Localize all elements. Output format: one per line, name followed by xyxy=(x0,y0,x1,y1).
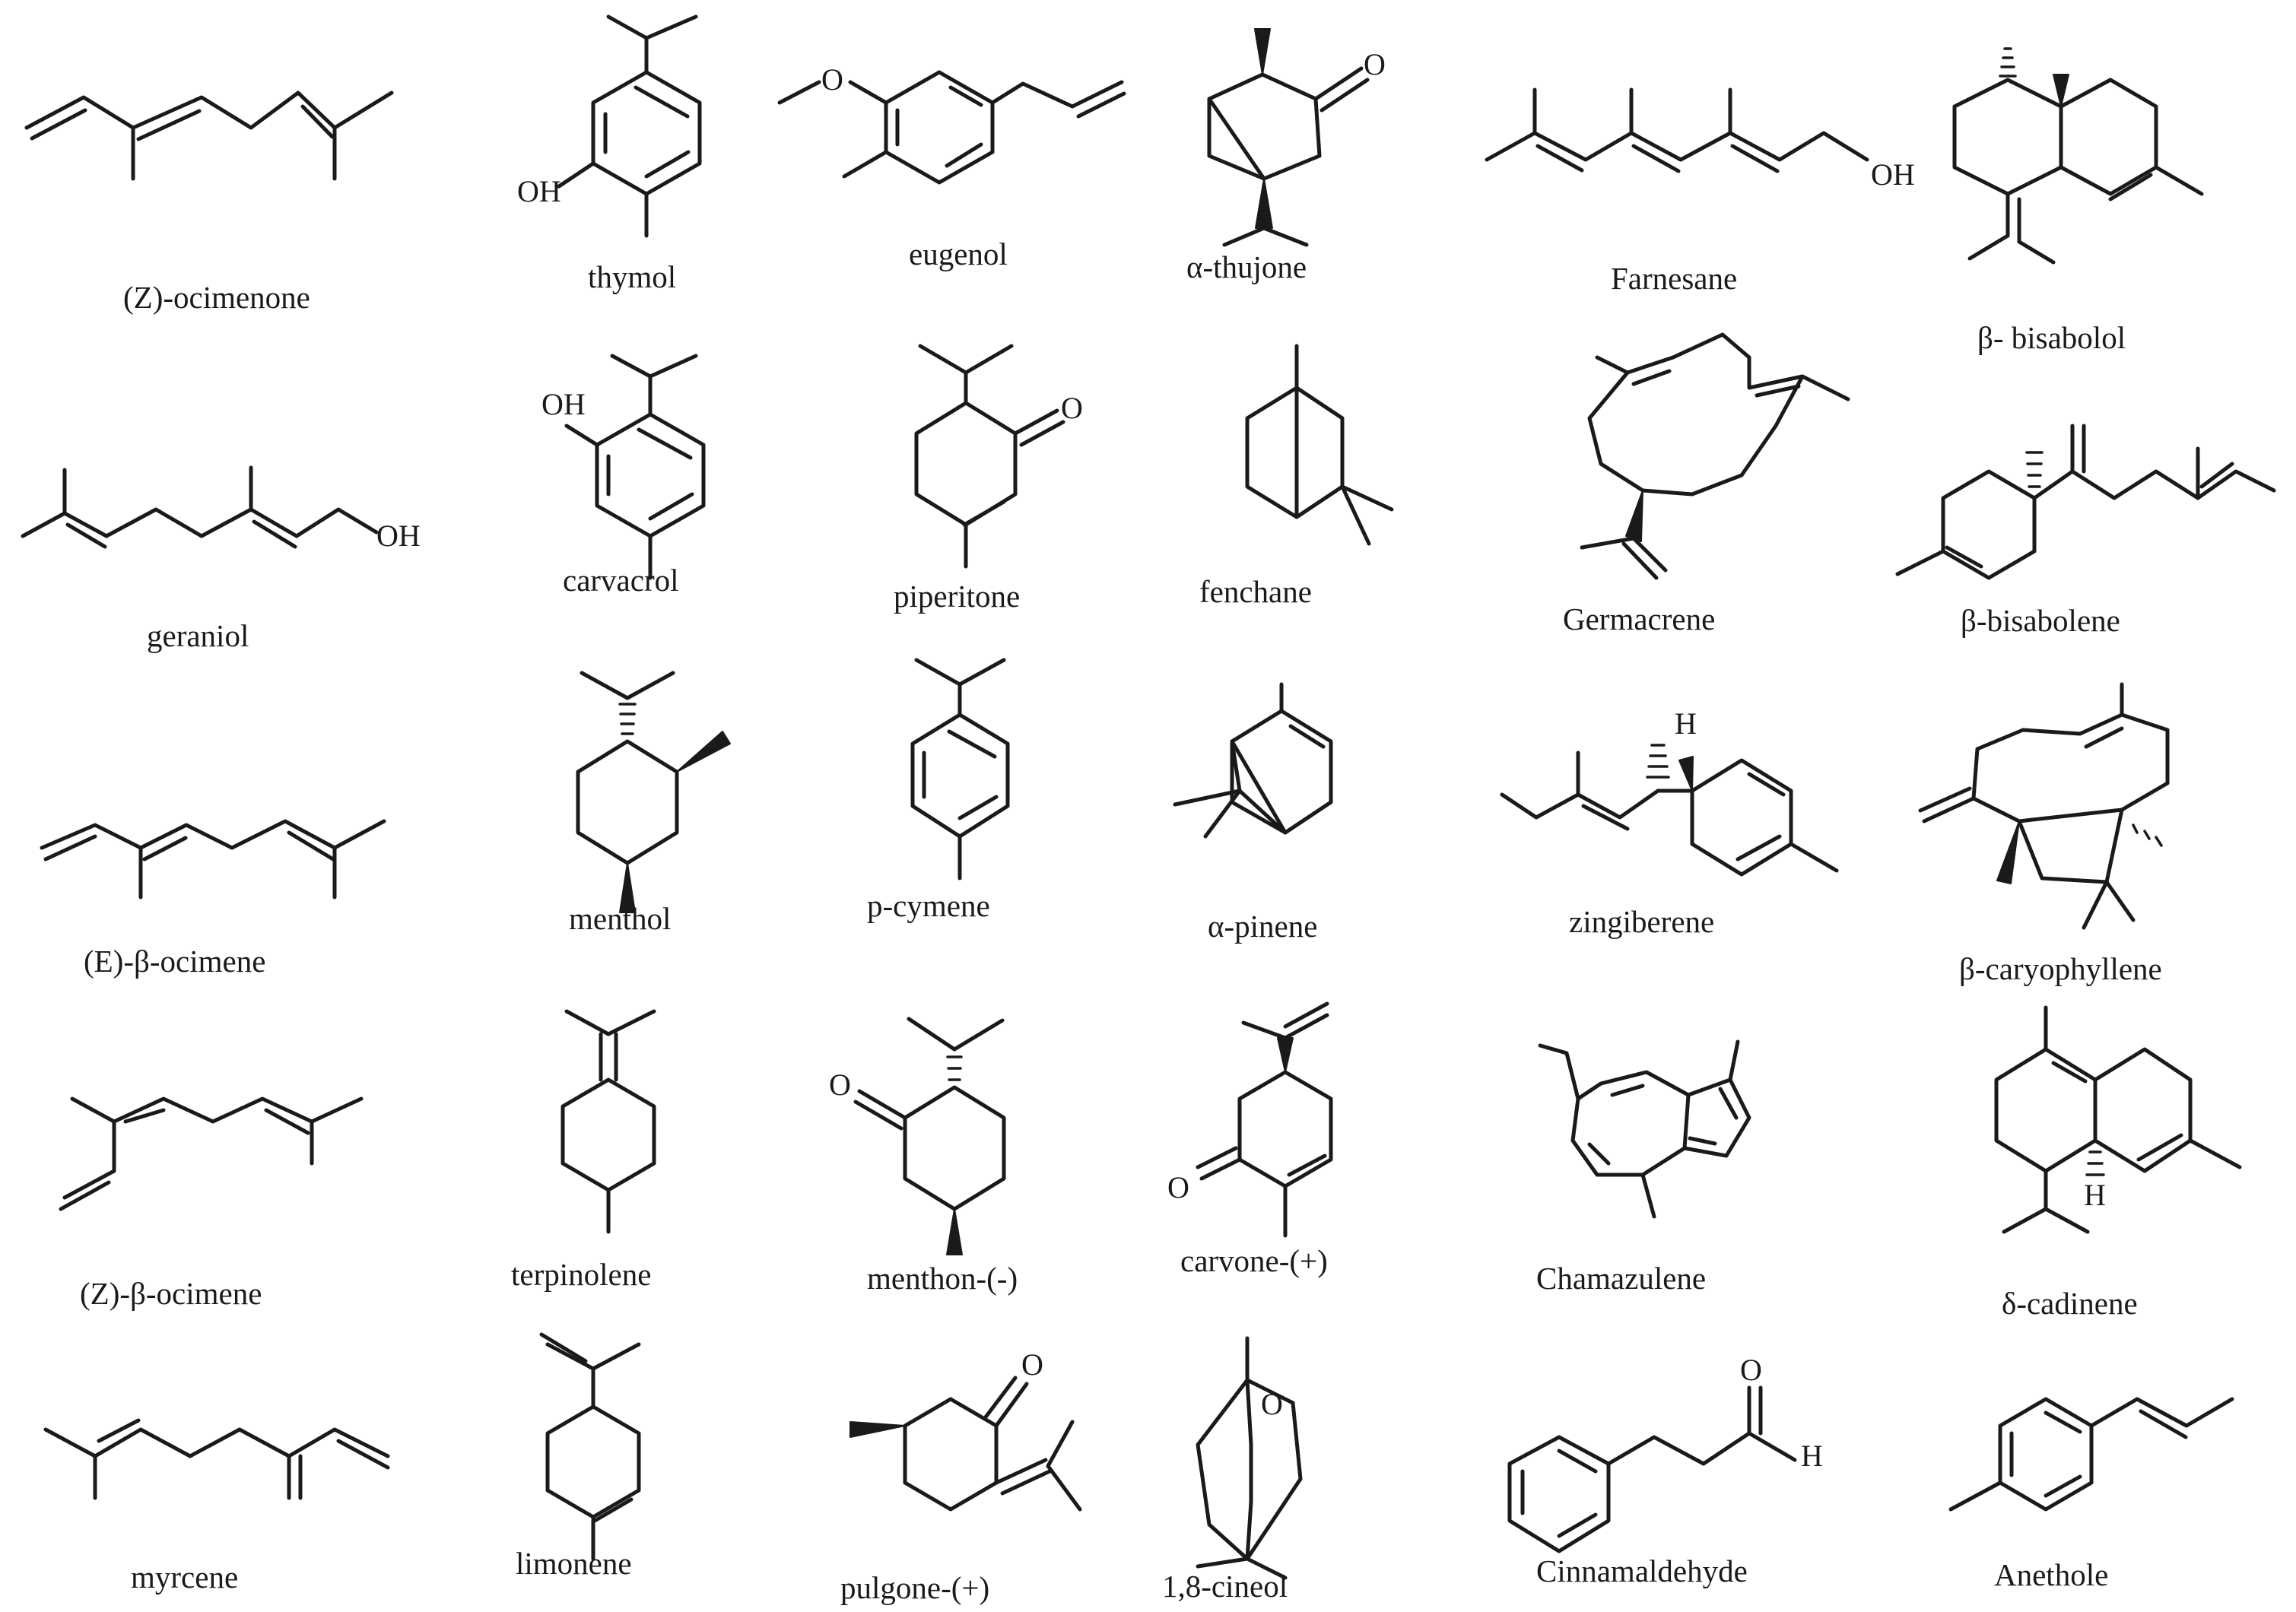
cinnamaldehyde-o: O xyxy=(1740,1353,1762,1387)
thujone-o: O xyxy=(1364,47,1386,81)
structure-germacrene: Germacrene xyxy=(1563,332,1850,636)
carvone-o: O xyxy=(1167,1170,1189,1204)
label-cinnamaldehyde: Cinnamaldehyde xyxy=(1536,1553,1748,1588)
label-chamazulene: Chamazulene xyxy=(1536,1261,1706,1296)
carvacrol-oh: OH xyxy=(541,387,586,421)
label-eugenol: eugenol xyxy=(909,236,1008,271)
structure-zingiberene: H zingiberene xyxy=(1500,706,1839,939)
cadinene-h: H xyxy=(2084,1178,2106,1212)
structure-geraniol: OH geraniol xyxy=(21,465,421,653)
label-pulgone: pulgone-(+) xyxy=(840,1570,989,1605)
label-a-thujone: α-thujone xyxy=(1186,249,1307,284)
label-germacrene: Germacrene xyxy=(1563,601,1715,636)
label-geraniol: geraniol xyxy=(147,618,249,653)
structure-fenchane: fenchane xyxy=(1199,344,1394,609)
label-b-bisabolene: β-bisabolene xyxy=(1961,603,2120,638)
label-menthol: menthol xyxy=(569,901,671,936)
eugenol-o: O xyxy=(821,62,843,97)
pulgone-o: O xyxy=(1021,1347,1043,1382)
label-myrcene: myrcene xyxy=(131,1560,238,1595)
structure-a-thujone: O α-thujone xyxy=(1186,28,1386,284)
structure-terpinolene: terpinolene xyxy=(511,1009,656,1292)
structure-chamazulene: Chamazulene xyxy=(1536,1039,1751,1296)
label-piperitone: piperitone xyxy=(894,579,1020,614)
label-thymol: thymol xyxy=(588,259,676,294)
label-anethole: Anethole xyxy=(1994,1557,2108,1592)
structure-cinnamaldehyde: O H Cinnamaldehyde xyxy=(1507,1353,1823,1588)
label-cineol: 1,8-cineol xyxy=(1162,1569,1288,1604)
label-b-caryophyllene: β-caryophyllene xyxy=(1959,951,2162,986)
label-limonene: limonene xyxy=(516,1546,632,1581)
structure-carvone: O carvone-(+) xyxy=(1167,1001,1333,1278)
farnesane-oh: OH xyxy=(1871,157,1915,192)
cinnamaldehyde-h: H xyxy=(1801,1439,1823,1473)
menthon-o: O xyxy=(829,1068,851,1102)
structure-b-bisabolol: β- bisabolol xyxy=(1952,47,2204,355)
structure-a-pinene: α-pinene xyxy=(1173,682,1333,944)
structure-eugenol: O eugenol xyxy=(777,62,1126,271)
structure-b-caryophyllene: β-caryophyllene xyxy=(1918,682,2170,986)
structure-e-b-ocimene: (E)-β-ocimene xyxy=(40,819,386,979)
label-a-pinene: α-pinene xyxy=(1208,909,1317,944)
structure-z-ocimenone: (Z)-ocimenone xyxy=(24,90,394,315)
structure-pulgone: O pulgone-(+) xyxy=(840,1347,1082,1605)
label-carvone: carvone-(+) xyxy=(1180,1243,1328,1278)
structure-menthol: menthol xyxy=(569,671,731,936)
structure-thymol: OH thymol xyxy=(517,14,702,294)
structure-p-cymene: p-cymene xyxy=(867,658,1010,923)
label-farnesane: Farnesane xyxy=(1611,261,1737,296)
structure-b-bisabolene: β-bisabolene xyxy=(1895,424,2276,638)
label-fenchane: fenchane xyxy=(1199,574,1312,609)
label-z-ocimenone: (Z)-ocimenone xyxy=(123,280,310,315)
structure-piperitone: O piperitone xyxy=(894,344,1083,614)
structure-limonene: limonene xyxy=(516,1332,641,1581)
structure-farnesane: OH Farnesane xyxy=(1485,87,1915,296)
label-z-b-ocimene: (Z)-β-ocimene xyxy=(80,1276,262,1311)
label-menthon: menthon-(-) xyxy=(867,1261,1018,1296)
label-terpinolene: terpinolene xyxy=(511,1257,651,1292)
label-d-cadinene: δ-cadinene xyxy=(2002,1286,2138,1321)
geraniol-oh: OH xyxy=(376,519,421,553)
piperitone-o: O xyxy=(1061,391,1083,425)
structure-z-b-ocimene: (Z)-β-ocimene xyxy=(59,1096,364,1311)
label-b-bisabolol: β- bisabolol xyxy=(1977,320,2126,355)
structure-myrcene: myrcene xyxy=(43,1418,390,1595)
label-zingiberene: zingiberene xyxy=(1569,904,1714,939)
cineol-o: O xyxy=(1261,1387,1283,1421)
structure-menthon: O menthon-(-) xyxy=(829,1017,1018,1296)
label-p-cymene: p-cymene xyxy=(867,888,990,923)
zingiberene-h: H xyxy=(1675,706,1697,741)
thymol-oh: OH xyxy=(517,174,561,208)
structure-anethole: Anethole xyxy=(1948,1397,2234,1592)
label-e-b-ocimene: (E)-β-ocimene xyxy=(84,944,265,979)
label-carvacrol: carvacrol xyxy=(563,563,679,598)
structure-cineol: O 1,8-cineol xyxy=(1162,1336,1303,1604)
structure-carvacrol: OH carvacrol xyxy=(541,354,706,598)
structure-d-cadinene: H δ-cadinene xyxy=(1994,1005,2242,1321)
